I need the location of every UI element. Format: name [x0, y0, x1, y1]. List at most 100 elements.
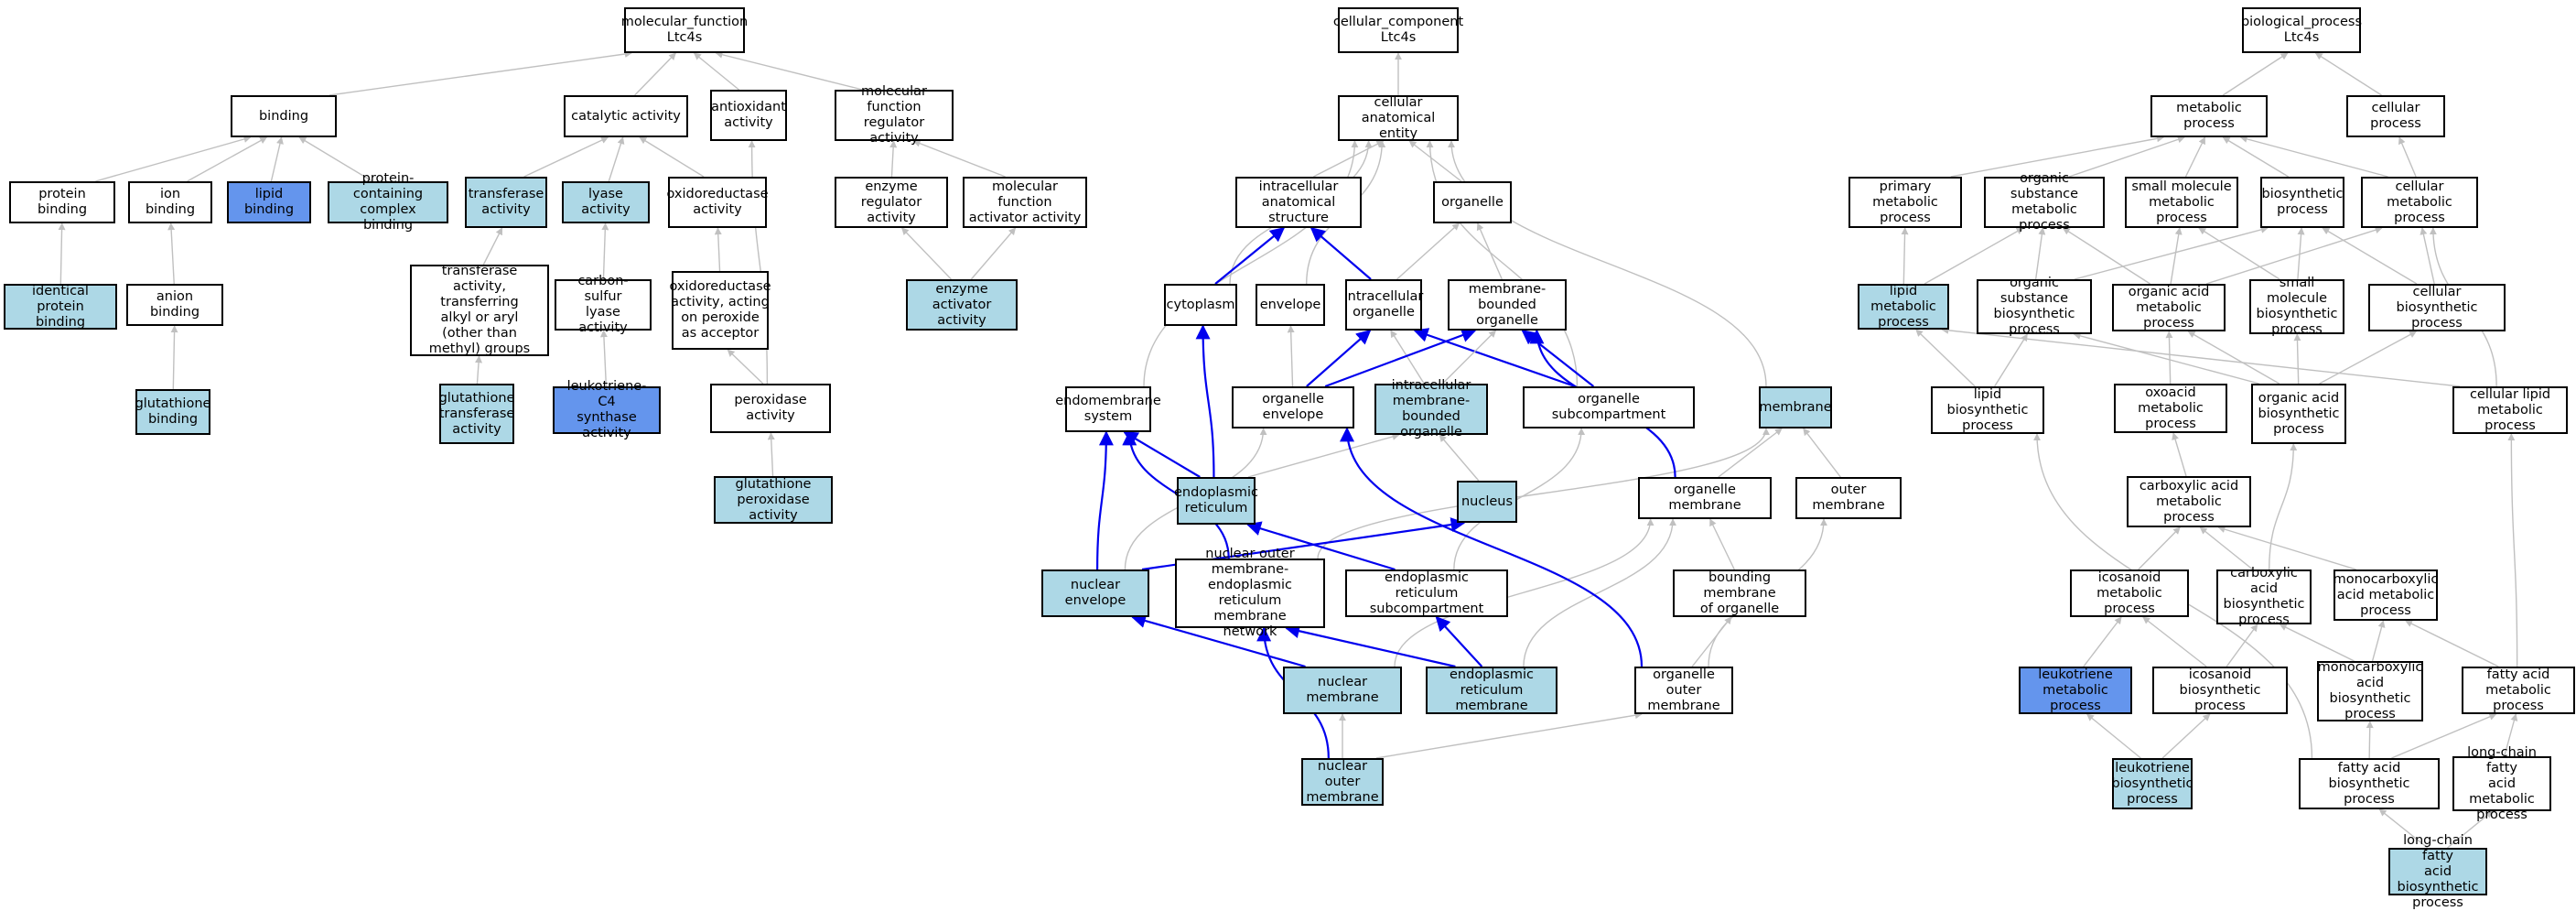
- node-cytoplasm: cytoplasm: [1164, 284, 1237, 326]
- node-anion-binding: anion binding: [126, 284, 223, 326]
- node-cellular-metabolic: cellular metabolic process: [2361, 177, 2478, 228]
- edge-organelle-to-cae: [1408, 140, 1462, 182]
- edge-glutathione-binding-to-anion-binding: [170, 325, 178, 390]
- node-cab: carboxylic acid biosynthetic process: [2216, 566, 2312, 627]
- node-bp-root: biological_process Ltc4s: [2241, 7, 2362, 53]
- node-ion-binding: ion binding: [128, 181, 212, 223]
- edge-nuclear-membrane-to-org-membrane: [1394, 518, 1654, 667]
- node-oam: organic acid metabolic process: [2112, 284, 2226, 331]
- edge-nuclear-outer-membrane-to-org-outer-membrane: [1375, 711, 1643, 759]
- edge-smb-to-biosynthetic: [2297, 227, 2305, 280]
- edge-oxidoreductase-peroxide-to-oxidoreductase: [714, 227, 722, 272]
- edge-transferase-alkyl-to-transferase: [482, 227, 503, 266]
- edge-org-subcompartment-to-intra-organelle: [1413, 328, 1576, 388]
- edge-carbon-sulfur-to-lyase: [601, 222, 609, 280]
- edge-lcfam-to-fam: [2504, 713, 2518, 757]
- edge-oab-to-osb: [2073, 331, 2259, 385]
- edge-org-envelope-to-envelope: [1287, 325, 1295, 387]
- node-carbon-sulfur: carbon-sulfur lyase activity: [555, 274, 652, 335]
- node-lipid-metabolic: lipid metabolic process: [1858, 284, 1949, 330]
- node-identical-protein: identical protein binding: [4, 284, 117, 330]
- edge-lcfab-to-lcfam: [2447, 810, 2494, 849]
- edge-fab-to-fam: [2391, 713, 2497, 759]
- node-er-membrane: endoplasmic reticulum membrane: [1426, 667, 1557, 714]
- edge-lipid-binding-to-binding: [270, 136, 284, 182]
- edge-fab-to-mcab: [2366, 721, 2374, 759]
- node-mf-regulator: molecular function regulator activity: [835, 84, 954, 146]
- node-osm: organic substance metabolic process: [1984, 171, 2105, 233]
- node-ias: intracellular anatomical structure: [1235, 177, 1362, 228]
- edge-protein-binding-to-binding: [95, 136, 252, 182]
- edge-lipid-metabolic-to-osm: [1924, 227, 2024, 285]
- edge-anion-binding-to-ion-binding: [167, 222, 176, 285]
- edge-oam-to-cellular-metabolic: [2205, 226, 2383, 285]
- edge-binding-to-mf-root: [329, 50, 632, 96]
- edge-oab-to-oam: [2187, 331, 2280, 385]
- edge-er-membrane-to-nom-er-network: [1285, 624, 1456, 668]
- node-cam: carboxylic acid metabolic process: [2127, 476, 2251, 527]
- node-primary-metabolic: primary metabolic process: [1848, 177, 1962, 228]
- edge-cab-to-oab: [2269, 443, 2298, 570]
- edge-enzyme-activator-to-mf-activator: [970, 227, 1017, 280]
- node-cc-root: cellular_component Ltc4s: [1333, 7, 1463, 53]
- edge-oab-to-smb: [2293, 333, 2301, 385]
- edge-er-membrane-to-er-subcompartment: [1435, 615, 1483, 667]
- node-oab: organic acid biosynthetic process: [2251, 384, 2346, 444]
- edge-er-membrane-to-org-membrane: [1523, 518, 1677, 667]
- node-lyase: lyase activity: [562, 181, 650, 223]
- edge-cam-to-oxoacid: [2172, 432, 2187, 477]
- edge-lipid-biosynthetic-to-lipid-metabolic: [1915, 329, 1976, 387]
- node-outer-membrane: outer membrane: [1795, 477, 1902, 519]
- edge-metabolic-to-bp-root: [2222, 52, 2289, 96]
- node-osb: organic substance biosynthetic process: [1977, 276, 2092, 337]
- node-imbo: intracellular membrane-bounded organelle: [1374, 378, 1488, 439]
- node-nom-er-network: nuclear outer membrane-endoplasmic retic…: [1175, 547, 1325, 639]
- edge-icosanoid-biosynthetic-to-cab: [2226, 624, 2258, 667]
- edge-ltm-to-icosanoid-metabolic: [2083, 616, 2122, 667]
- edge-ltb-to-ltm: [2086, 713, 2141, 759]
- edge-imbo-to-intra-organelle: [1390, 330, 1425, 385]
- edge-intra-organelle-to-ias: [1310, 226, 1372, 280]
- edge-biosynthetic-to-metabolic: [2222, 136, 2290, 178]
- node-oxoacid: oxoacid metabolic process: [2114, 384, 2227, 433]
- node-binding: binding: [231, 95, 337, 137]
- edge-peroxidase-to-oxidoreductase-peroxide: [727, 349, 764, 385]
- edge-mcam-to-cam: [2217, 526, 2356, 570]
- edge-cytoplasm-to-ias: [1214, 226, 1286, 285]
- edge-lipid-biosynthetic-to-osb: [1994, 333, 2028, 387]
- node-org-subcompartment: organelle subcompartment: [1523, 386, 1695, 428]
- edge-icosanoid-biosynthetic-to-icosanoid-metabolic: [2142, 616, 2207, 667]
- edge-cellular-metabolic-to-cellular-process: [2398, 136, 2417, 178]
- edge-ion-binding-to-binding: [187, 136, 268, 182]
- edge-clm-to-lipid-metabolic: [1941, 326, 2461, 387]
- edge-org-envelope-to-mb-organelle: [1324, 328, 1477, 388]
- node-pcc-binding: protein-containing complex binding: [328, 171, 448, 233]
- node-mcam: monocarboxylic acid metabolic process: [2333, 569, 2438, 621]
- edge-org-outer-membrane-to-org-envelope: [1340, 427, 1644, 667]
- node-lcfab: long-chain fatty acid biosynthetic proce…: [2388, 833, 2487, 910]
- node-cbp: cellular biosynthetic process: [2368, 284, 2506, 331]
- node-ltb: leukotriene biosynthetic process: [2112, 758, 2193, 809]
- edge-nuclear-envelope-to-endomembrane: [1096, 430, 1114, 570]
- edge-enzyme-activator-to-enzyme-regulator: [900, 227, 952, 280]
- edge-nucleus-to-imbo: [1439, 434, 1480, 482]
- node-enzyme-activator: enzyme activator activity: [906, 279, 1018, 331]
- node-mf-activator: molecular function activator activity: [963, 177, 1087, 228]
- node-lipid-biosynthetic: lipid biosynthetic process: [1931, 386, 2044, 434]
- edge-osb-to-osm: [2034, 227, 2046, 280]
- node-biosynthetic: biosynthetic process: [2260, 177, 2344, 228]
- edge-er-to-cytoplasm: [1195, 324, 1215, 478]
- node-org-outer-membrane: organelle outer membrane: [1634, 667, 1733, 714]
- edge-imbo-to-mb-organelle: [1441, 330, 1497, 385]
- node-cellular-process: cellular process: [2346, 95, 2445, 137]
- edge-transferase-to-catalytic: [523, 136, 609, 178]
- edge-antioxidant-to-mf-root: [693, 52, 739, 91]
- edge-outer-membrane-to-membrane: [1803, 428, 1841, 478]
- edge-catalytic-to-mf-root: [634, 52, 676, 96]
- node-icosanoid-biosynthetic: icosanoid biosynthetic process: [2152, 667, 2288, 714]
- node-mb-organelle: membrane-bounded organelle: [1448, 279, 1567, 331]
- edge-bounding-membrane-to-org-membrane: [1709, 518, 1735, 570]
- node-icosanoid-metabolic: icosanoid metabolic process: [2070, 569, 2189, 617]
- edge-lipid-metabolic-to-primary-metabolic: [1901, 227, 1909, 285]
